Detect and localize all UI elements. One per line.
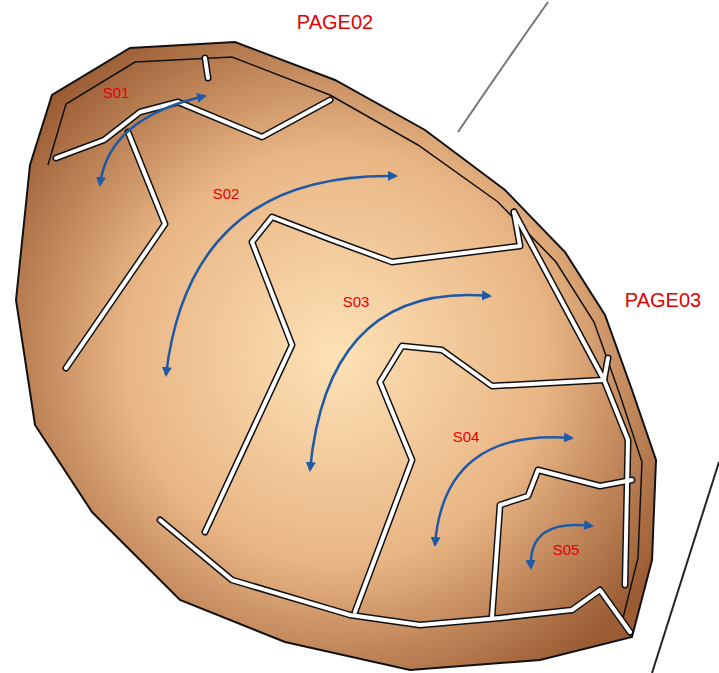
page-label: PAGE03 [625, 290, 701, 310]
segment-label: S05 [553, 542, 580, 557]
shell-rim [48, 57, 642, 622]
double-arrow [531, 525, 592, 568]
leader-line [458, 2, 548, 132]
shell-outline [16, 42, 656, 670]
segment-label: S03 [343, 294, 370, 309]
segment-label: S01 [103, 85, 130, 100]
double-arrow [166, 176, 396, 375]
leader-line [652, 462, 719, 673]
rotation-arrows [100, 96, 592, 568]
double-arrow [310, 295, 490, 470]
segment-label: S04 [453, 429, 480, 444]
page-label: PAGE02 [297, 12, 373, 32]
double-arrow [100, 96, 205, 185]
segment-label: S02 [213, 186, 240, 201]
segment-seams [56, 58, 632, 632]
